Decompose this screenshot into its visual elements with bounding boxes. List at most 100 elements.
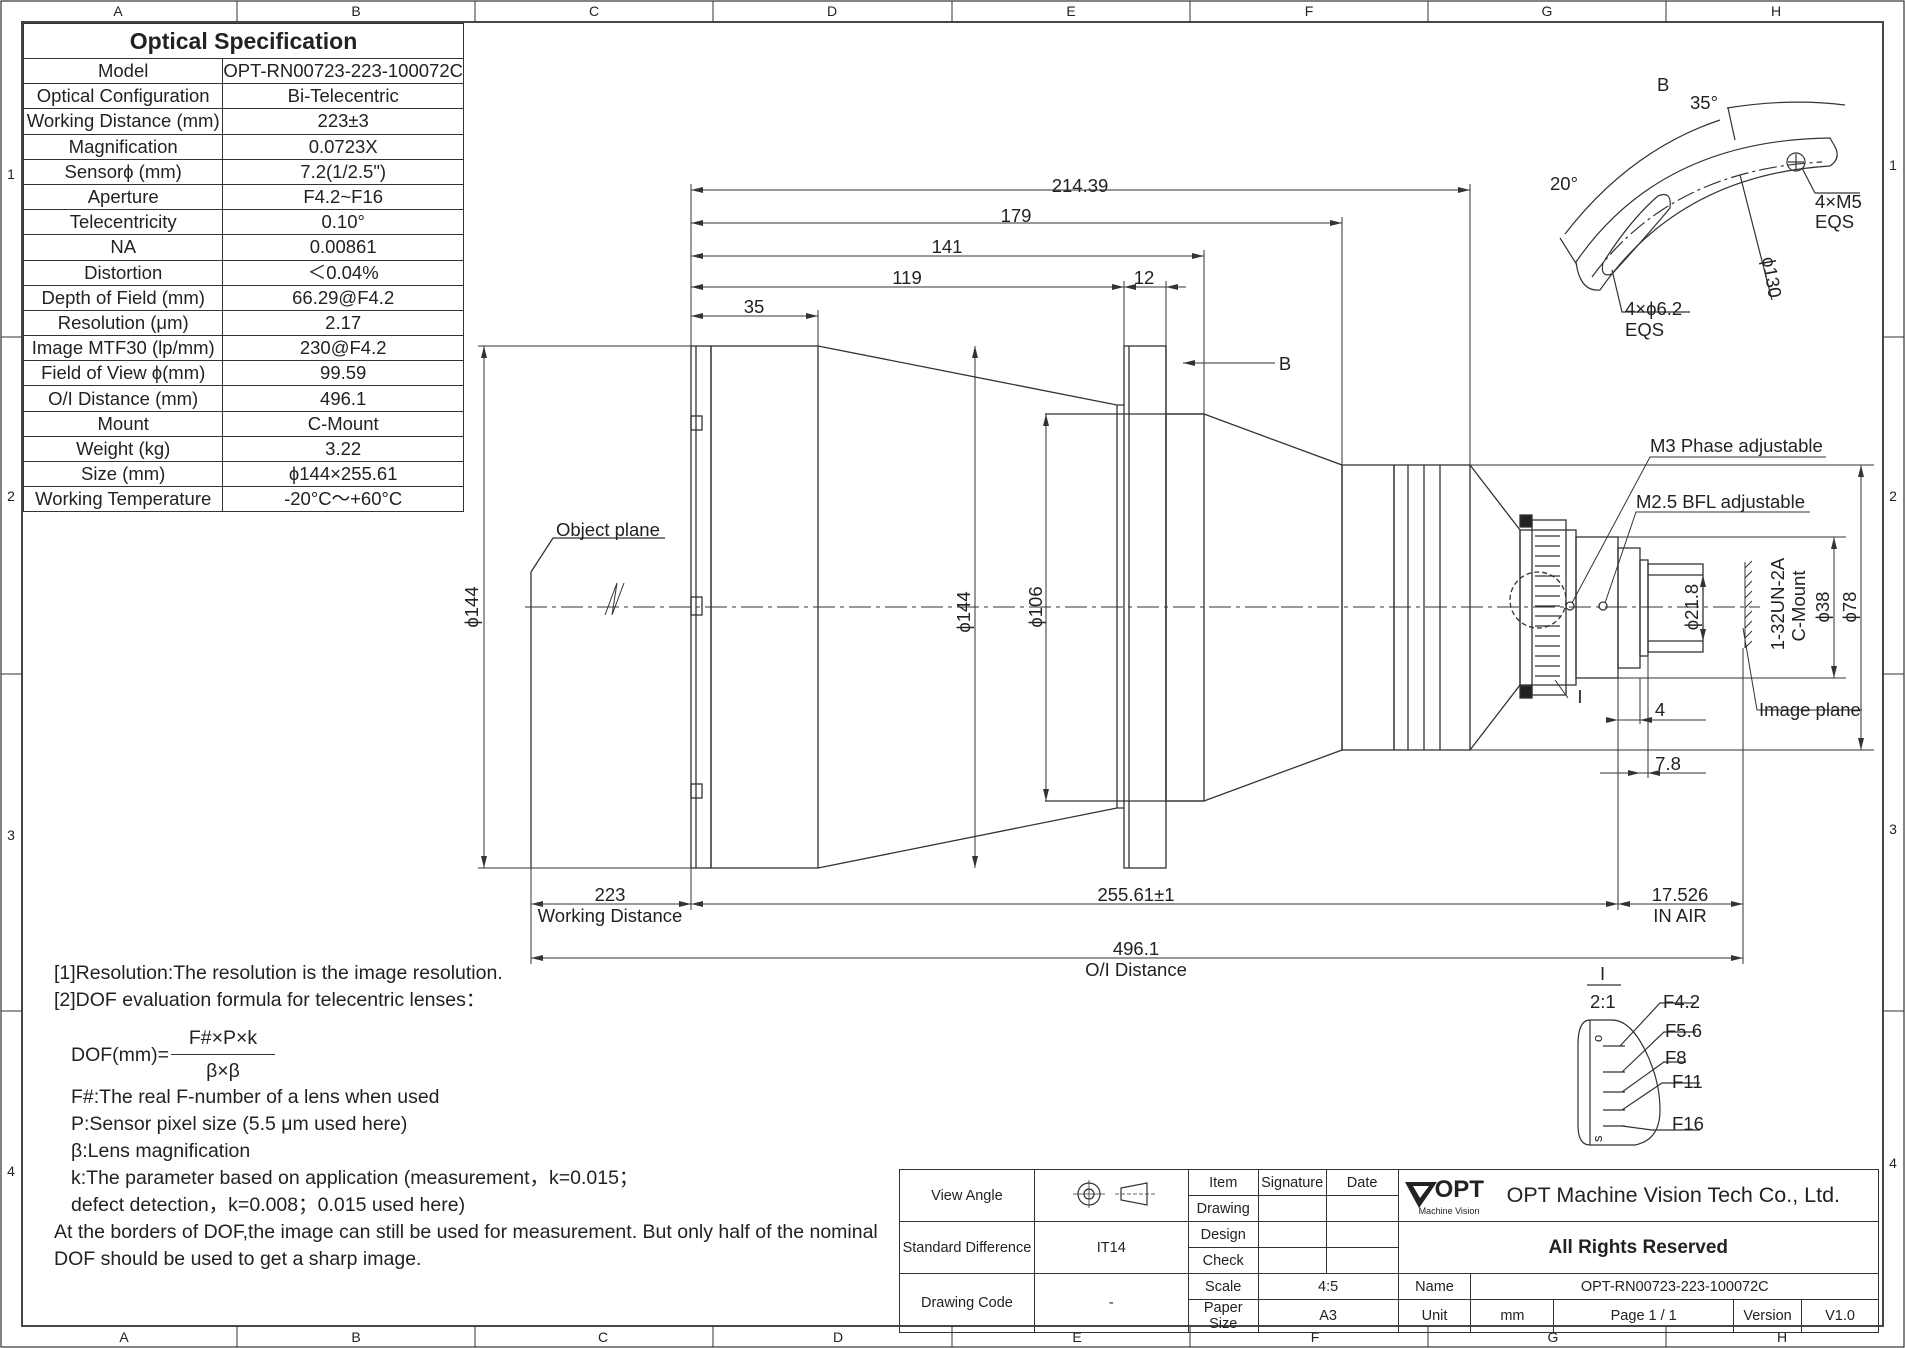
spec-key: Weight (kg) bbox=[22, 435, 224, 463]
opt-logo-sub: Machine Vision bbox=[1418, 1205, 1480, 1216]
tb-unit-val: mm bbox=[1470, 1299, 1555, 1333]
m25-label: M2.5 BFL adjustable bbox=[1636, 491, 1805, 512]
dim-223: 223 bbox=[595, 884, 626, 905]
row-label: 4 bbox=[1889, 1155, 1897, 1171]
spec-value: 223±3 bbox=[222, 108, 464, 135]
tb-std-diff: Standard Difference bbox=[899, 1221, 1035, 1274]
spec-row: Image MTF30 (lp/mm)230@F4.2 bbox=[22, 335, 464, 362]
notes: [1]Resolution:The resolution is the imag… bbox=[54, 960, 878, 1273]
col-label: H bbox=[1777, 1329, 1787, 1345]
detail-b-angle-35: 35° bbox=[1690, 92, 1718, 113]
spec-row: O/I Distance (mm)496.1 bbox=[22, 385, 464, 412]
spec-row: Resolution (μm)2.17 bbox=[22, 309, 464, 337]
spec-row: Size (mm)ϕ144×255.61 bbox=[22, 460, 464, 488]
spec-value: 3.22 bbox=[222, 435, 464, 463]
note-b-def: β:Lens magnification bbox=[71, 1140, 251, 1162]
detail-b-hole: 4×ϕ6.2 bbox=[1625, 298, 1682, 319]
spec-key: Depth of Field (mm) bbox=[22, 284, 224, 311]
spec-row: Field of View ϕ(mm)99.59 bbox=[22, 360, 464, 387]
arrowheads bbox=[481, 187, 1864, 961]
spec-value: OPT-RN00723-223-100072C bbox=[222, 57, 464, 85]
tb-design: Design bbox=[1187, 1221, 1259, 1248]
tb-scale-val: 4:5 bbox=[1257, 1273, 1399, 1300]
image-plane-hatch bbox=[1744, 560, 1753, 649]
spec-value: ϕ144×255.61 bbox=[222, 460, 464, 488]
col-label: A bbox=[113, 3, 123, 19]
dim-119: 119 bbox=[892, 267, 922, 288]
col-label: E bbox=[1072, 1329, 1081, 1345]
spec-value: 2.17 bbox=[222, 309, 464, 337]
detail-b-view bbox=[1559, 101, 1860, 313]
col-label: F bbox=[1311, 1329, 1320, 1345]
spec-value: 99.59 bbox=[222, 360, 464, 387]
tb-std-val: IT14 bbox=[1033, 1221, 1189, 1274]
note-k-def1: k:The parameter based on application (me… bbox=[71, 1167, 639, 1189]
tb-item: Item bbox=[1187, 1169, 1259, 1196]
spec-key: Magnification bbox=[22, 133, 224, 160]
dim-phi144-left: ϕ144 bbox=[461, 586, 482, 627]
dim-214: 214.39 bbox=[1052, 175, 1109, 196]
detail-i-f8: F8 bbox=[1665, 1047, 1687, 1068]
spec-key: Size (mm) bbox=[22, 460, 224, 488]
dim-35: 35 bbox=[744, 296, 765, 317]
spec-key: Sensorϕ (mm) bbox=[22, 158, 224, 185]
spec-value: ＜0.04% bbox=[222, 259, 464, 286]
detail-i-texts: I 2:1 F4.2 F5.6 F8 F11 F16 o s bbox=[1590, 963, 1704, 1142]
dof-lhs: DOF(mm)= bbox=[71, 1044, 170, 1066]
detail-b-m5: 4×M5 bbox=[1815, 191, 1862, 212]
column-labels: A B C D E F G H A B C D E F G H bbox=[113, 3, 1787, 1345]
note-f-def: F#:The real F-number of a lens when used bbox=[71, 1086, 440, 1108]
dim-oi: 496.1 bbox=[1113, 938, 1159, 959]
spec-value: Bi-Telecentric bbox=[222, 83, 464, 110]
spec-row: Working Distance (mm)223±3 bbox=[22, 108, 464, 135]
tb-drawing: Drawing bbox=[1187, 1195, 1259, 1222]
tb-check-sig bbox=[1257, 1247, 1327, 1274]
spec-value: 7.2(1/2.5") bbox=[222, 158, 464, 185]
dof-numerator: F#×P×k bbox=[188, 1027, 258, 1049]
tb-code-val: - bbox=[1033, 1273, 1189, 1333]
detail-i-title: I bbox=[1600, 963, 1605, 984]
spec-value: 496.1 bbox=[222, 385, 464, 412]
row-label: 3 bbox=[7, 827, 15, 843]
note-dof: [2]DOF evaluation formula for telecentri… bbox=[54, 989, 486, 1011]
tb-rights: All Rights Reserved bbox=[1397, 1221, 1880, 1274]
tb-projection-symbol bbox=[1033, 1169, 1189, 1222]
spec-value: 0.00861 bbox=[222, 234, 464, 261]
note-k-def2: defect detection，k=0.008；0.015 used here… bbox=[71, 1194, 466, 1216]
tb-name: Name bbox=[1397, 1273, 1472, 1300]
tb-signature: Signature bbox=[1257, 1169, 1327, 1196]
dim-length: 255.61±1 bbox=[1097, 884, 1174, 905]
dof-fraction-bar bbox=[171, 1054, 275, 1055]
detail-i-f11: F11 bbox=[1672, 1071, 1703, 1092]
spec-key: Telecentricity bbox=[22, 209, 224, 236]
col-label: E bbox=[1066, 3, 1075, 19]
tb-version-val: V1.0 bbox=[1801, 1299, 1879, 1333]
dim-bfl: 17.526 bbox=[1652, 884, 1709, 905]
m3-label: M3 Phase adjustable bbox=[1650, 435, 1823, 456]
detail-i-scale: 2:1 bbox=[1590, 991, 1616, 1012]
note-resolution: [1]Resolution:The resolution is the imag… bbox=[54, 962, 503, 984]
dim-phi38: ϕ38 bbox=[1812, 592, 1833, 623]
row-label: 2 bbox=[7, 488, 15, 504]
spec-value: F4.2~F16 bbox=[222, 183, 464, 211]
third-angle-projection-icon bbox=[1073, 1179, 1156, 1208]
detail-i-f16: F16 bbox=[1672, 1113, 1704, 1134]
spec-key: Image MTF30 (lp/mm) bbox=[22, 335, 224, 362]
spec-key: Aperture bbox=[22, 183, 224, 211]
tb-view-angle: View Angle bbox=[899, 1169, 1035, 1222]
dim-phi106: ϕ106 bbox=[1025, 586, 1046, 627]
detail-i-callout: I bbox=[1577, 686, 1582, 707]
spec-key: Working Distance (mm) bbox=[22, 108, 224, 135]
tb-design-date bbox=[1325, 1221, 1399, 1248]
dim-phi21: ϕ21.8 bbox=[1681, 584, 1702, 630]
detail-i-f56: F5.6 bbox=[1665, 1020, 1702, 1041]
spec-key: O/I Distance (mm) bbox=[22, 385, 224, 412]
dim-179: 179 bbox=[1001, 205, 1032, 226]
row-label: 2 bbox=[1889, 488, 1897, 504]
dim-12: 12 bbox=[1134, 267, 1155, 288]
col-label: H bbox=[1771, 3, 1781, 19]
